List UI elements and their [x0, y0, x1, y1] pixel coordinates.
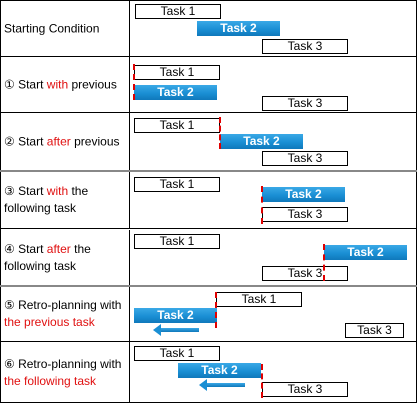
dependency-link-marker	[323, 244, 325, 281]
task-3-bar: Task 3	[262, 96, 348, 111]
row-divider	[0, 170, 417, 172]
row-start-with-following: ③ Start with the following task	[0, 172, 417, 228]
row-divider	[0, 228, 417, 229]
row-start-with-previous: ① Start with previous	[0, 57, 417, 113]
row-start-after-previous: ② Start after previous	[0, 113, 417, 170]
dependency-link-marker	[219, 117, 221, 149]
row-divider	[0, 112, 417, 113]
dependency-link-marker	[215, 292, 217, 328]
table-border-left	[0, 0, 1, 403]
task-3-bar: Task 3	[262, 266, 348, 281]
retro-planning-arrow	[199, 379, 245, 391]
task-3-bar: Task 3	[262, 382, 348, 397]
task-2-bar: Task 2	[220, 134, 303, 149]
row-label: ⑥ Retro-planning with the following task	[4, 356, 122, 388]
row-start-after-following: ④ Start after the following task	[0, 230, 417, 286]
row-divider	[0, 56, 417, 57]
task-2-bar: Task 2	[262, 187, 345, 202]
row-retro-planning-previous: ⑤ Retro-planning with the previous task	[0, 286, 417, 342]
task-1-bar: Task 1	[216, 292, 302, 307]
task-3-bar: Task 3	[345, 323, 404, 338]
task-2-bar: Task 2	[134, 85, 217, 100]
task-3-bar: Task 3	[262, 39, 348, 54]
task-2-bar: Task 2	[197, 21, 280, 36]
row-label: ④ Start after the following task	[4, 242, 91, 273]
task-2-bar: Task 2	[324, 245, 407, 260]
row-divider	[0, 341, 417, 342]
task-1-bar: Task 1	[135, 4, 221, 19]
dependency-link-marker	[261, 186, 263, 224]
row-retro-planning-following: ⑥ Retro-planning with the following task	[0, 342, 417, 403]
row-label: ① Start with previous	[4, 77, 117, 92]
dependency-link-marker	[261, 364, 263, 398]
task-3-bar: Task 3	[262, 207, 348, 222]
row-divider	[0, 285, 417, 287]
row-label: ② Start after previous	[4, 134, 120, 148]
retro-planning-arrow	[153, 324, 199, 336]
task-1-bar: Task 1	[134, 118, 220, 133]
task-1-bar: Task 1	[134, 346, 220, 361]
task-1-bar: Task 1	[134, 177, 220, 192]
task-2-bar: Task 2	[178, 363, 261, 378]
row-starting-condition: Starting Condition	[0, 0, 417, 57]
row-label: ③ Start with the following task	[4, 184, 89, 215]
task-2-bar: Task 2	[134, 308, 217, 323]
dependency-link-marker	[133, 64, 135, 100]
task-3-bar: Task 3	[262, 151, 348, 166]
table-border-top	[0, 0, 417, 1]
task-1-bar: Task 1	[134, 65, 220, 80]
task-1-bar: Task 1	[134, 234, 220, 249]
row-label: Starting Condition	[4, 21, 100, 35]
row-label: ⑤ Retro-planning with the previous task	[4, 298, 122, 329]
